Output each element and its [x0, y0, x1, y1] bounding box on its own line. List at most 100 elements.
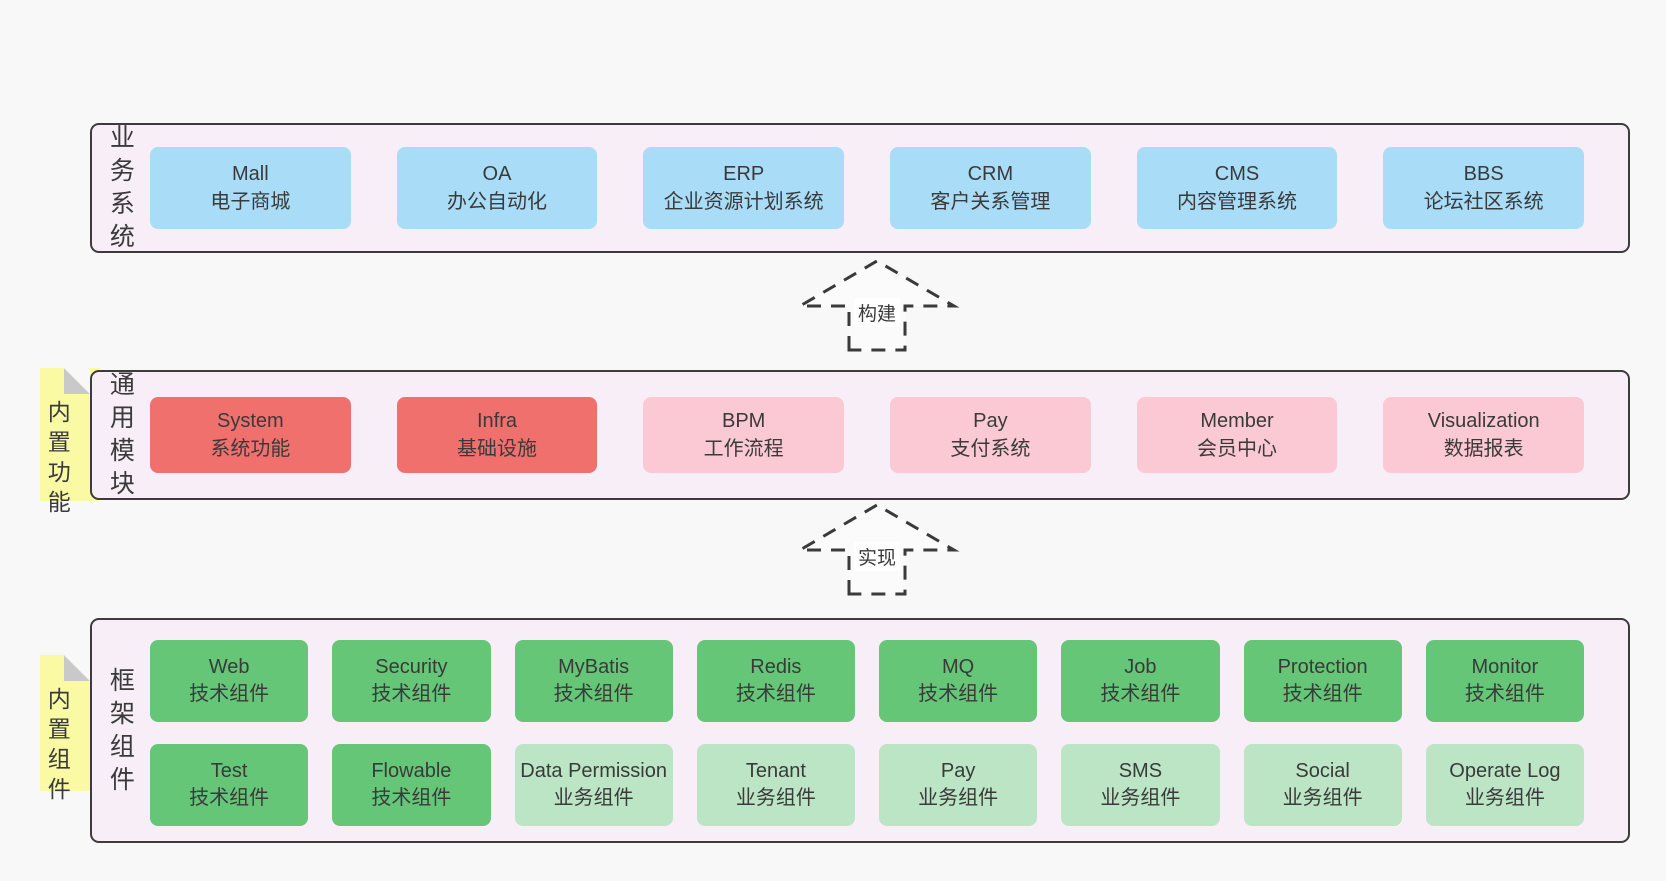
box-subtitle: 基础设施 — [457, 438, 537, 460]
box-pay: Pay 支付系统 — [890, 397, 1091, 473]
common-modules-label: 通用模块 — [109, 371, 135, 498]
box-mq: MQ 技术组件 — [879, 640, 1038, 722]
box-flowable: Flowable 技术组件 — [332, 744, 491, 826]
box-title: SMS — [1118, 760, 1163, 782]
box-title: ERP — [723, 163, 765, 185]
box-test: Test 技术组件 — [150, 744, 309, 826]
box-subtitle: 技术组件 — [189, 787, 270, 809]
folded-corner-icon — [64, 655, 90, 681]
box-mall: Mall 电子商城 — [150, 147, 351, 229]
box-subtitle: 业务组件 — [1282, 787, 1363, 809]
box-cms: CMS 内容管理系统 — [1136, 147, 1338, 229]
build-arrow-label: 构建 — [853, 298, 901, 327]
implement-arrow-label: 实现 — [853, 542, 901, 571]
box-title: Job — [1124, 656, 1157, 678]
framework-components-label: 框架组件 — [109, 666, 135, 794]
box-subtitle: 技术组件 — [1282, 683, 1363, 705]
box-subtitle: 企业资源计划系统 — [663, 191, 824, 213]
business-systems-band: 业务系统 Mall 电子商城 OA 办公自动化 ERP 企业资源计划系统 CRM… — [90, 123, 1630, 253]
box-subtitle: 电子商城 — [210, 191, 291, 213]
box-bpm: BPM 工作流程 — [643, 397, 845, 473]
box-subtitle: 内容管理系统 — [1177, 191, 1298, 213]
box-title: OA — [482, 163, 512, 185]
box-visualization: Visualization 数据报表 — [1383, 397, 1585, 473]
box-title: Social — [1295, 760, 1350, 782]
box-title: Security — [375, 656, 448, 678]
box-title: Monitor — [1471, 656, 1539, 678]
box-job: Job 技术组件 — [1061, 640, 1220, 722]
box-redis: Redis 技术组件 — [696, 640, 855, 722]
box-title: Data Permission — [520, 760, 667, 782]
box-title: Pay — [973, 410, 1008, 432]
box-subtitle: 技术组件 — [553, 683, 634, 705]
box-title: Member — [1200, 410, 1274, 432]
box-subtitle: 支付系统 — [950, 438, 1031, 460]
box-title: CRM — [967, 163, 1014, 185]
box-erp: ERP 企业资源计划系统 — [643, 147, 845, 229]
box-title: Mall — [232, 163, 269, 185]
build-arrow: 构建 — [792, 254, 962, 354]
box-subtitle: 技术组件 — [918, 683, 999, 705]
box-subtitle: 业务组件 — [553, 787, 634, 809]
box-title: MQ — [942, 656, 975, 678]
box-title: Web — [208, 656, 250, 678]
framework-components-band: 框架组件 Web 技术组件 Security 技术组件 MyBatis 技术组件… — [90, 618, 1630, 843]
box-subtitle: 技术组件 — [735, 683, 816, 705]
box-title: CMS — [1214, 163, 1260, 185]
box-title: System — [216, 410, 284, 432]
box-subtitle: 系统功能 — [210, 438, 291, 460]
box-subtitle: 办公自动化 — [447, 191, 547, 213]
box-pay: Pay 业务组件 — [879, 744, 1038, 826]
box-title: Test — [210, 760, 248, 782]
common-modules-band: 通用模块 System 系统功能 Infra 基础设施 BPM 工作流程 Pay… — [90, 370, 1630, 500]
box-title: Operate Log — [1449, 760, 1561, 782]
box-system: System 系统功能 — [150, 397, 351, 473]
box-subtitle: 会员中心 — [1197, 438, 1278, 460]
box-title: Protection — [1277, 656, 1368, 678]
box-subtitle: 论坛社区系统 — [1423, 191, 1544, 213]
box-protection: Protection 技术组件 — [1243, 640, 1402, 722]
box-bbs: BBS 论坛社区系统 — [1383, 147, 1585, 229]
implement-arrow: 实现 — [792, 498, 962, 598]
framework-components-row-1: Web 技术组件 Security 技术组件 MyBatis 技术组件 Redi… — [92, 620, 1628, 722]
builtin-components-note-label: 内置组件 — [47, 686, 71, 802]
box-title: MyBatis — [558, 656, 630, 678]
folded-corner-icon — [64, 368, 90, 394]
box-title: Tenant — [745, 760, 806, 782]
box-subtitle: 技术组件 — [1464, 683, 1545, 705]
box-subtitle: 业务组件 — [1100, 787, 1181, 809]
box-subtitle: 工作流程 — [703, 438, 784, 460]
box-monitor: Monitor 技术组件 — [1425, 640, 1584, 722]
box-subtitle: 技术组件 — [189, 683, 270, 705]
box-subtitle: 技术组件 — [371, 787, 452, 809]
box-data-permission: Data Permission 业务组件 — [514, 744, 673, 826]
box-tenant: Tenant 业务组件 — [696, 744, 855, 826]
box-subtitle: 客户关系管理 — [930, 191, 1051, 213]
box-title: Visualization — [1427, 410, 1540, 432]
box-security: Security 技术组件 — [332, 640, 491, 722]
box-subtitle: 技术组件 — [371, 683, 452, 705]
box-title: Pay — [940, 760, 976, 782]
box-title: BPM — [722, 410, 766, 432]
box-title: Infra — [476, 410, 518, 432]
business-systems-label: 业务系统 — [109, 124, 135, 251]
builtin-features-note-label: 内置功能 — [47, 399, 71, 515]
box-subtitle: 业务组件 — [1464, 787, 1545, 809]
box-social: Social 业务组件 — [1243, 744, 1402, 826]
box-infra: Infra 基础设施 — [396, 397, 598, 473]
box-mybatis: MyBatis 技术组件 — [514, 640, 673, 722]
box-crm: CRM 客户关系管理 — [890, 147, 1091, 229]
framework-components-row-2: Test 技术组件 Flowable 技术组件 Data Permission … — [92, 722, 1628, 826]
common-modules-boxes: System 系统功能 Infra 基础设施 BPM 工作流程 Pay 支付系统… — [92, 372, 1628, 498]
box-subtitle: 业务组件 — [918, 787, 999, 809]
box-subtitle: 数据报表 — [1443, 438, 1524, 460]
box-subtitle: 技术组件 — [1100, 683, 1181, 705]
box-member: Member 会员中心 — [1136, 397, 1338, 473]
box-operate-log: Operate Log 业务组件 — [1425, 744, 1584, 826]
business-systems-boxes: Mall 电子商城 OA 办公自动化 ERP 企业资源计划系统 CRM 客户关系… — [92, 125, 1628, 251]
box-oa: OA 办公自动化 — [396, 147, 598, 229]
box-title: Redis — [750, 656, 802, 678]
box-sms: SMS 业务组件 — [1061, 744, 1220, 826]
box-title: Flowable — [371, 760, 452, 782]
